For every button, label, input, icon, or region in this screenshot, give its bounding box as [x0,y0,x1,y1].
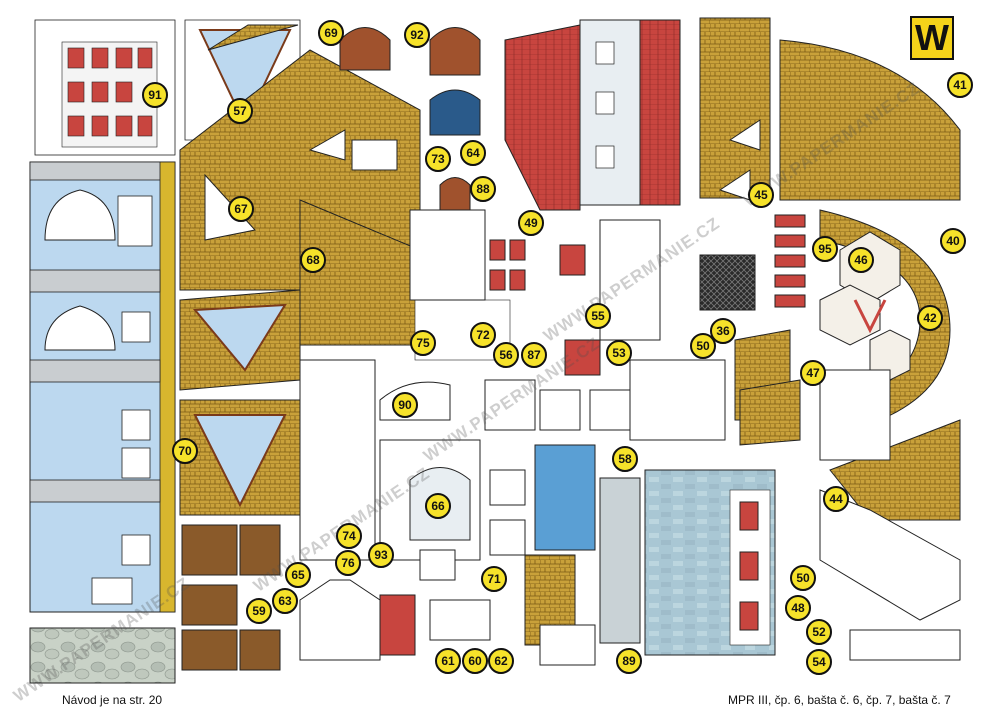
part-badge-46: 46 [848,247,874,273]
part-badge-73: 73 [425,146,451,172]
part-badge-67: 67 [228,196,254,222]
part-badge-88: 88 [470,176,496,202]
wall-strip-left [29,161,176,613]
lower-center-parts [299,359,961,661]
part-badge-57: 57 [227,98,253,124]
caption-series: MPR III, čp. 6, bašta č. 6, čp. 7, bašta… [728,693,951,707]
part-badge-66: 66 [425,493,451,519]
part-badge-76: 76 [335,550,361,576]
part-badge-44: 44 [823,486,849,512]
part-badge-45: 45 [748,182,774,208]
part-badge-63: 63 [272,588,298,614]
bottom-small-parts [181,524,596,671]
caption-instructions: Návod je na str. 20 [62,693,163,707]
red-roof-49 [504,19,681,211]
part-badge-75: 75 [410,330,436,356]
part-badge-68: 68 [300,247,326,273]
part-badge-42: 42 [917,305,943,331]
window-sheet-91 [34,19,176,156]
roof-45-41-40 [699,17,961,521]
part-badge-48: 48 [785,595,811,621]
part-badge-92: 92 [404,22,430,48]
part-badge-91: 91 [142,82,168,108]
part-badge-50: 50 [690,333,716,359]
part-badge-71: 71 [481,566,507,592]
gable-roofs [179,19,421,516]
part-badge-65: 65 [285,562,311,588]
part-badge-56: 56 [493,342,519,368]
part-badge-95: 95 [812,236,838,262]
part-badge-49: 49 [518,210,544,236]
part-badge-64: 64 [460,140,486,166]
cobblestone-strip [29,627,176,684]
part-badge-69: 69 [318,20,344,46]
part-badge-50: 50 [790,565,816,591]
part-badge-58: 58 [612,446,638,472]
part-badge-89: 89 [616,648,642,674]
part-badge-53: 53 [606,340,632,366]
part-badge-40: 40 [940,228,966,254]
part-badge-72: 72 [470,322,496,348]
part-badge-87: 87 [521,342,547,368]
part-badge-41: 41 [947,72,973,98]
part-badge-47: 47 [800,360,826,386]
part-badge-59: 59 [246,598,272,624]
part-badge-55: 55 [585,303,611,329]
part-badge-90: 90 [392,392,418,418]
part-badge-62: 62 [488,648,514,674]
part-badge-93: 93 [368,542,394,568]
part-badge-52: 52 [806,619,832,645]
sheet-letter-badge: W [910,16,954,60]
part-badge-74: 74 [336,523,362,549]
part-badge-54: 54 [806,649,832,675]
part-badge-60: 60 [462,648,488,674]
part-badge-61: 61 [435,648,461,674]
part-badge-70: 70 [172,438,198,464]
